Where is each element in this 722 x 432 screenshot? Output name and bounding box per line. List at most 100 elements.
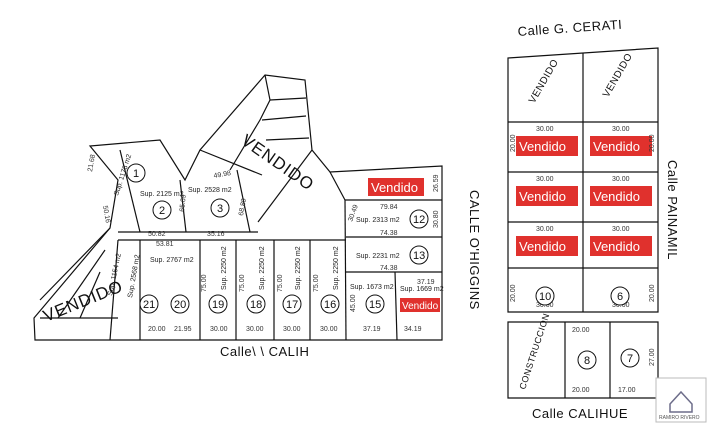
rdim-g: 30.00 [536, 302, 554, 309]
rdim-k: 20.00 [510, 284, 517, 302]
lot-number-17: 17 [286, 299, 298, 311]
sold-tag-r6: Vendido [593, 239, 640, 254]
street-painamil: Calle PAINAMIL [665, 160, 680, 260]
rdim-c: 30.00 [536, 176, 554, 183]
surface-lot-3: Sup. 2528 m2 [188, 187, 232, 194]
sold-tag-lot-11 [368, 178, 424, 196]
sold-tag-r1: Vendido [519, 139, 566, 154]
left-block [33, 74, 443, 341]
logo: RAMIRO RIVERO [655, 377, 707, 423]
surface-lot-2: Sup. 2125 m2 [140, 191, 184, 198]
surface-lot-17: Sup. 2250 m2 [295, 246, 302, 290]
rdim-m: 20.00 [572, 327, 590, 334]
dim-74-38-a: 74.38 [380, 230, 398, 237]
sold-tag-lot-14-text: Vendido [402, 301, 439, 312]
lot-number-r8: 8 [584, 355, 590, 367]
dim-53-81: 53.81 [156, 241, 174, 248]
construccion-label: CONSTRUCCION [517, 312, 551, 391]
lot-number-21: 21 [143, 299, 155, 311]
dim-30-00-b: 30.00 [246, 326, 264, 333]
lot-number-16: 16 [324, 299, 336, 311]
street-calihue: Calle CALIHUE [532, 406, 628, 421]
surface-lot-12: Sup. 2313 m2 [356, 217, 400, 224]
rdim-e: 30.00 [536, 226, 554, 233]
lot-number-r6: 6 [617, 291, 623, 303]
lot-number-2: 2 [159, 205, 165, 217]
sold-tag-r2: Vendido [593, 139, 640, 154]
house-icon [669, 390, 693, 413]
dim-30-00-a: 30.00 [210, 326, 228, 333]
surface-lot-15: Sup. 1673 m2 [350, 284, 394, 291]
dim-74-38-b: 74.38 [380, 265, 398, 272]
lot-number-r10: 10 [539, 291, 551, 303]
logo-text: RAMIRO RIVERO [659, 415, 700, 421]
dim-20-00: 20.00 [148, 326, 166, 333]
rdim-o: 27.00 [649, 348, 656, 366]
surface-lot-13: Sup. 2231 m2 [356, 253, 400, 260]
street-cerati: Calle G. CERATI [517, 17, 623, 39]
vendido-label-right-a: VENDIDO [527, 58, 561, 106]
sold-tag-r5: Vendido [519, 239, 566, 254]
surface-lot-21: Sup. 2568 m2 [127, 254, 141, 298]
surface-labels-left: Sup. 2125 m2 Sup. 2528 m2 Sup. 1178 m2 S… [107, 153, 444, 298]
dim-50-16: 50.16 [101, 205, 111, 224]
dim-37-19-a: 37.19 [417, 279, 435, 286]
dim-79-84: 79.84 [380, 204, 398, 211]
dim-30-80: 30.80 [433, 210, 440, 228]
lot-number-3: 3 [217, 203, 223, 215]
lot-number-15: 15 [369, 299, 381, 311]
surface-lot-16: Sup. 2250 m2 [333, 246, 340, 290]
rdim-j: 20.00 [649, 134, 656, 152]
surface-lot-19: Sup. 2250 m2 [221, 246, 228, 290]
rdim-l: 20.00 [649, 284, 656, 302]
lot-number-1: 1 [133, 168, 139, 180]
lot-number-19: 19 [212, 299, 224, 311]
dim-21-95: 21.95 [174, 326, 192, 333]
street-calih: Calle\ \ CALIH [220, 344, 309, 359]
dim-75-00-c: 75.00 [277, 274, 284, 292]
surface-lot-18: Sup. 2250 m2 [259, 246, 266, 290]
rdim-p: 17.00 [618, 387, 636, 394]
lot-number-r7: 7 [627, 353, 633, 365]
dim-75-00-b: 75.00 [239, 274, 246, 292]
dim-75-00-a: 75.00 [201, 274, 208, 292]
dim-26-59: 26.59 [433, 174, 440, 192]
lot-number-12: 12 [413, 214, 425, 226]
dim-65-69: 65.69 [179, 194, 188, 212]
rdim-b: 30.00 [612, 126, 630, 133]
sold-tag-r3: Vendido [519, 189, 566, 204]
surface-lot-20: Sup. 2767 m2 [150, 257, 194, 264]
right-sold-tags: Vendido Vendido Vendido Vendido Vendido … [516, 136, 652, 256]
dim-37-19-b: 37.19 [363, 326, 381, 333]
lot-numbers-right: 10 6 8 7 [535, 286, 640, 370]
surface-lot-14: Sup. 1669 m2 [400, 286, 444, 293]
rdim-n: 20.00 [572, 387, 590, 394]
sold-tag-r4: Vendido [593, 189, 640, 204]
lot-number-18: 18 [250, 299, 262, 311]
dim-30-00-c: 30.00 [283, 326, 301, 333]
vendido-label-right-b: VENDIDO [601, 52, 635, 100]
rdim-d: 30.00 [612, 176, 630, 183]
dim-75-00-d: 75.00 [313, 274, 320, 292]
dim-68-89: 68.89 [238, 198, 248, 217]
sold-tag-lot-14 [400, 298, 440, 312]
dim-30-00-d: 30.00 [320, 326, 338, 333]
rdim-i: 20.00 [510, 134, 517, 152]
rdim-a: 30.00 [536, 126, 554, 133]
rdim-h: 30.00 [612, 302, 630, 309]
lot-number-20: 20 [174, 299, 186, 311]
dim-21-68: 21.68 [87, 154, 97, 173]
dim-45-00: 45.00 [350, 294, 357, 312]
lot-number-13: 13 [413, 250, 425, 262]
street-ohiggins: CALLE O'HIGGINS [467, 190, 482, 310]
dimension-labels-right: 30.00 30.00 30.00 30.00 30.00 30.00 30.0… [510, 126, 656, 394]
lot-numbers-left: 1 2 3 12 13 15 16 17 18 19 20 21 [126, 163, 429, 314]
dimension-labels-left: 50.82 35.16 53.81 79.84 74.38 74.38 37.1… [87, 154, 440, 333]
right-block [507, 47, 659, 399]
dim-35-16: 35.16 [207, 231, 225, 238]
sold-tag-lot-11-text: Vendido [371, 180, 418, 195]
dim-49-98: 49.98 [213, 170, 232, 180]
dim-50-82: 50.82 [148, 231, 166, 238]
dim-34-19: 34.19 [404, 326, 422, 333]
